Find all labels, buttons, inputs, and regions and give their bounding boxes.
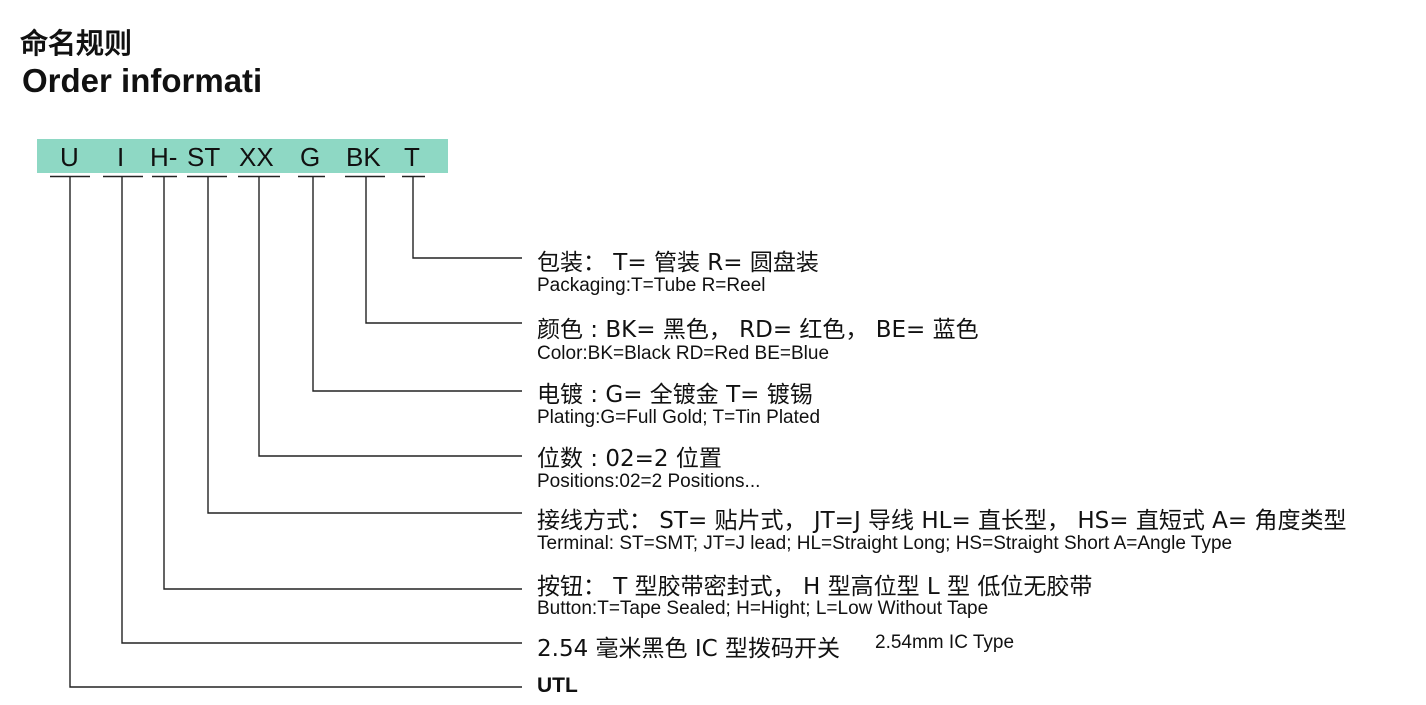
positions-en: Positions:02=2 Positions... <box>537 471 761 492</box>
terminal-cn: 接线方式： ST= 贴片式， JT=J 导线 HL= 直长型， HS= 直短式 … <box>537 508 1347 534</box>
code-segment-t: T <box>404 142 420 172</box>
title-chinese: 命名规则 <box>20 27 133 60</box>
series-utl-label: UTL <box>537 674 578 697</box>
color-cn: 颜色 : BK= 黑色， RD= 红色， BE= 蓝色 <box>537 317 979 343</box>
code-segment-i: I <box>117 142 125 172</box>
terminal-en: Terminal: ST=SMT; JT=J lead; HL=Straight… <box>537 533 1233 554</box>
button-cn: 按钮： T 型胶带密封式， H 型高位型 L 型 低位无胶带 <box>537 574 1093 600</box>
plating-en: Plating:G=Full Gold; T=Tin Plated <box>537 407 821 428</box>
packaging-en: Packaging:T=Tube R=Reel <box>537 275 766 296</box>
title-english: Order informati <box>22 62 263 99</box>
ic-type-en: 2.54mm IC Type <box>875 632 1015 653</box>
button-en: Button:T=Tape Sealed; H=Hight; L=Low Wit… <box>537 598 989 619</box>
code-segment-u: U <box>60 142 79 172</box>
plating-cn: 电镀 : G= 全镀金 T= 镀锡 <box>537 382 813 408</box>
positions-cn: 位数 : 02=2 位置 <box>537 446 722 472</box>
code-segment-g: G <box>300 142 321 172</box>
code-segment-st: ST <box>187 142 221 172</box>
code-segment-xx: XX <box>239 142 274 172</box>
packaging-cn: 包装： T= 管装 R= 圆盘装 <box>537 250 819 276</box>
code-segment-h: H- <box>150 142 178 172</box>
order-code-bar <box>37 139 448 173</box>
ic-type-cn: 2.54 毫米黑色 IC 型拨码开关 <box>537 636 840 662</box>
color-en: Color:BK=Black RD=Red BE=Blue <box>537 343 830 364</box>
code-segment-bk: BK <box>346 142 381 172</box>
